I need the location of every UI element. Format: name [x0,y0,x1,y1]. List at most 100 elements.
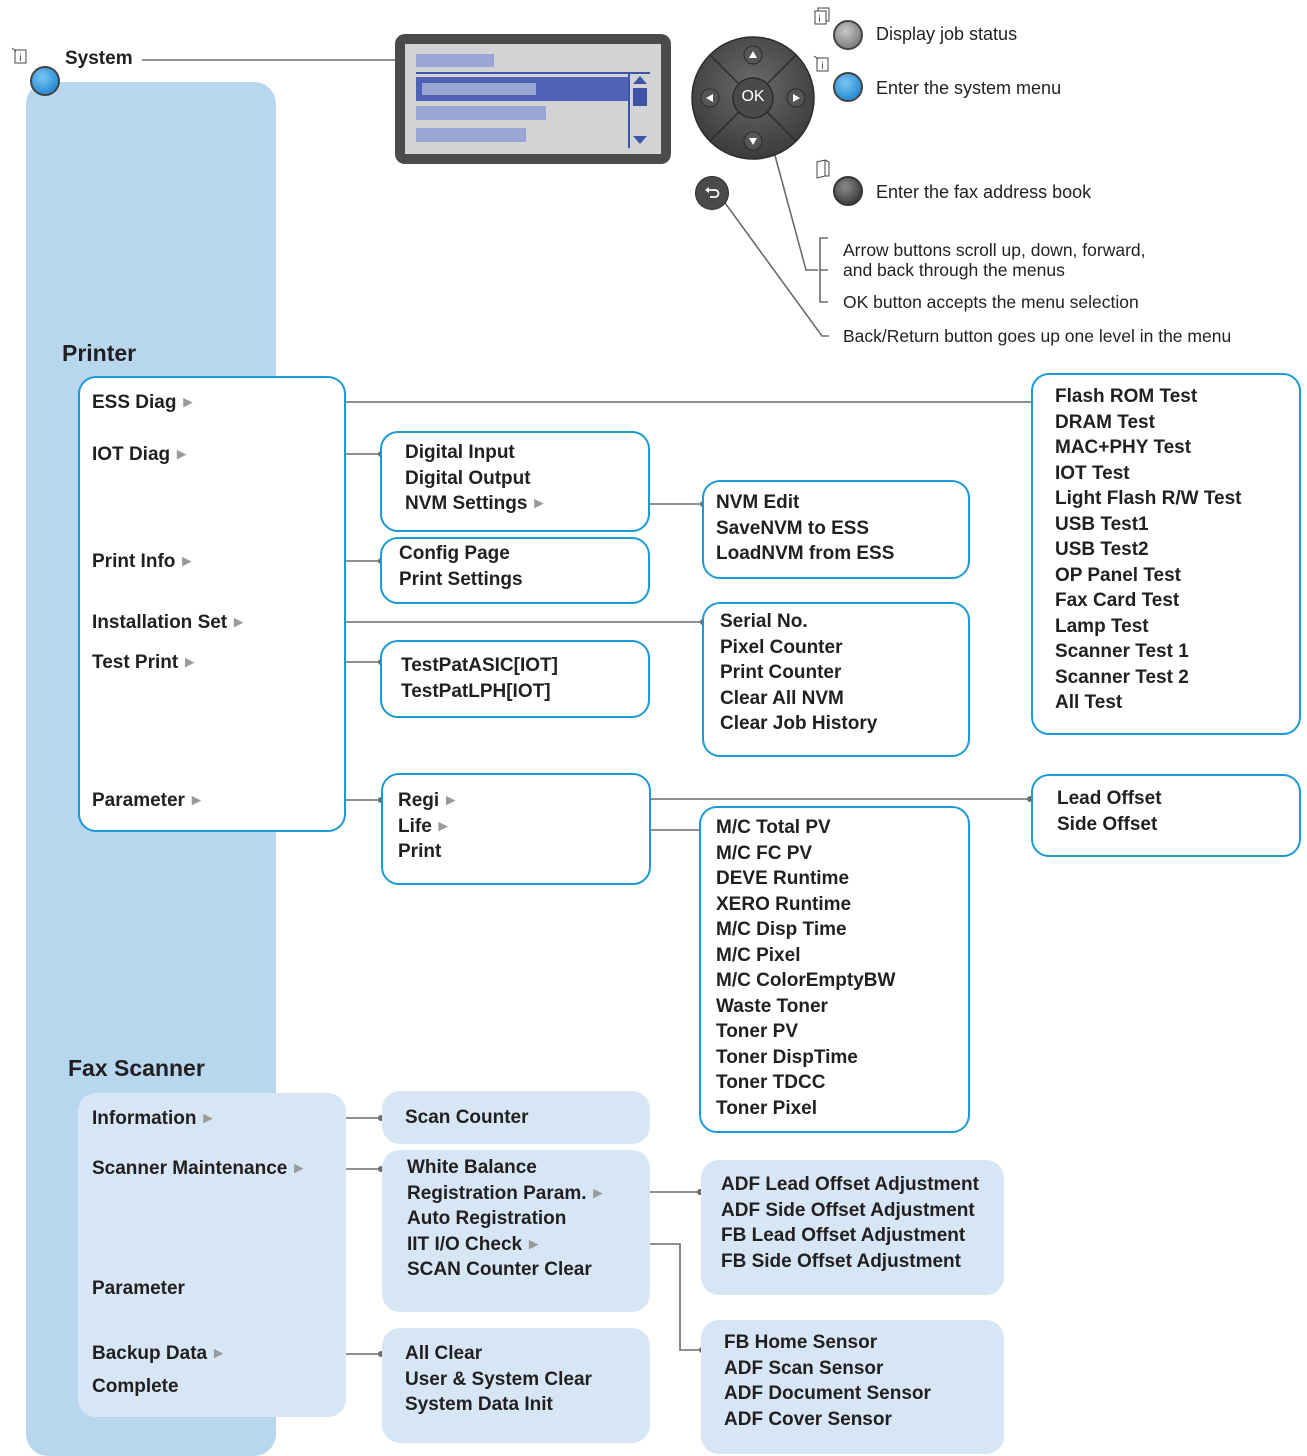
param-print[interactable]: Print [398,841,442,862]
testpat-asic[interactable]: TestPatASIC[IOT] [401,655,558,676]
fb-home-sensor[interactable]: FB Home Sensor [724,1332,878,1353]
toner-pixel[interactable]: Toner Pixel [716,1097,818,1119]
lcd-scroll-thumb [633,88,647,106]
system-menu-button[interactable] [833,72,863,102]
param-regi[interactable]: Regi [398,788,455,814]
config-page[interactable]: Config Page [399,543,510,564]
toner-tdcc[interactable]: Toner TDCC [716,1072,826,1093]
mc-color-empty-bw[interactable]: M/C ColorEmptyBW [716,970,896,991]
side-offset[interactable]: Side Offset [1057,813,1158,835]
system-data-init[interactable]: System Data Init [405,1394,553,1415]
nvm-settings-list: NVM Edit SaveNVM to ESS LoadNVM from ESS [716,490,894,567]
callout-back: Back/Return button goes up one level in … [843,326,1232,346]
param-life[interactable]: Life [398,814,455,840]
ess-diag-list: Flash ROM Test DRAM Test MAC+PHY Test IO… [1055,384,1241,716]
fax-card-test[interactable]: Fax Card Test [1055,590,1180,611]
iot-test[interactable]: IOT Test [1055,462,1130,484]
scan-counter[interactable]: Scan Counter [405,1107,529,1128]
print-counter[interactable]: Print Counter [720,662,842,683]
system-menu-icon: i [11,47,27,64]
registration-param-list: ADF Lead Offset Adjustment ADF Side Offs… [721,1172,979,1274]
clear-all-nvm[interactable]: Clear All NVM [720,687,844,709]
fax-book-button[interactable] [833,176,863,206]
adf-cover-sensor[interactable]: ADF Cover Sensor [724,1408,892,1430]
mc-disp-time[interactable]: M/C Disp Time [716,919,847,940]
scanner-test-1[interactable]: Scanner Test 1 [1055,641,1189,662]
system-button[interactable] [30,66,60,96]
print-settings[interactable]: Print Settings [399,568,523,590]
menu-complete[interactable]: Complete [92,1376,179,1397]
all-test[interactable]: All Test [1055,692,1123,713]
menu-fax-parameter[interactable]: Parameter [92,1278,185,1299]
arrow-left-button[interactable] [700,88,720,108]
fb-lead-offset[interactable]: FB Lead Offset Adjustment [721,1225,966,1246]
adf-lead-offset[interactable]: ADF Lead Offset Adjustment [721,1174,979,1195]
test-print-list: TestPatASIC[IOT] TestPatLPH[IOT] [401,653,558,704]
svg-text:i: i [818,14,821,25]
pixel-counter[interactable]: Pixel Counter [720,636,843,658]
white-balance[interactable]: White Balance [407,1157,537,1178]
registration-param[interactable]: Registration Param. [407,1181,602,1207]
mac-phy-test[interactable]: MAC+PHY Test [1055,437,1192,458]
lamp-test[interactable]: Lamp Test [1055,615,1149,637]
iot-diag-list: Digital Input Digital Output NVM Setting… [405,440,543,517]
menu-ess-diag[interactable]: ESS Diag [92,390,192,416]
mc-total-pv[interactable]: M/C Total PV [716,817,831,838]
op-panel-test[interactable]: OP Panel Test [1055,564,1182,586]
toner-pv[interactable]: Toner PV [716,1021,798,1042]
printer-heading: Printer [62,340,137,366]
ok-button[interactable] [732,77,774,119]
nvm-save[interactable]: SaveNVM to ESS [716,517,870,539]
light-flash-test[interactable]: Light Flash R/W Test [1055,488,1242,509]
scanner-test-2[interactable]: Scanner Test 2 [1055,666,1189,688]
flash-rom-test[interactable]: Flash ROM Test [1055,386,1198,407]
adf-scan-sensor[interactable]: ADF Scan Sensor [724,1357,884,1379]
life-box [699,806,970,1133]
job-status-button[interactable] [833,20,863,50]
nvm-edit[interactable]: NVM Edit [716,492,800,513]
mc-fc-pv[interactable]: M/C FC PV [716,842,813,864]
nvm-load[interactable]: LoadNVM from ESS [716,543,895,564]
serial-no[interactable]: Serial No. [720,611,808,632]
print-info-box [380,537,650,604]
testpat-lph[interactable]: TestPatLPH[IOT] [401,680,551,702]
menu-print-info[interactable]: Print Info [92,549,191,575]
user-system-clear[interactable]: User & System Clear [405,1368,592,1390]
scanner-maintenance-list: White Balance Registration Param. Auto R… [407,1155,602,1283]
xero-runtime[interactable]: XERO Runtime [716,893,852,915]
auto-registration[interactable]: Auto Registration [407,1208,567,1229]
regi-box [1031,774,1301,857]
installation-set-list: Serial No. Pixel Counter Print Counter C… [720,609,877,737]
iit-io-check[interactable]: IIT I/O Check [407,1232,602,1258]
iit-io-check-list: FB Home Sensor ADF Scan Sensor ADF Docum… [724,1330,931,1432]
mc-pixel[interactable]: M/C Pixel [716,944,801,966]
adf-side-offset[interactable]: ADF Side Offset Adjustment [721,1199,975,1221]
menu-installation-set[interactable]: Installation Set [92,610,243,636]
arrow-down-button[interactable] [743,131,763,151]
waste-toner[interactable]: Waste Toner [716,995,828,1017]
usb-test1[interactable]: USB Test1 [1055,513,1149,535]
menu-information[interactable]: Information [92,1106,212,1132]
adf-document-sensor[interactable]: ADF Document Sensor [724,1383,931,1404]
menu-parameter[interactable]: Parameter [92,788,201,814]
usb-test2[interactable]: USB Test2 [1055,539,1149,560]
dram-test[interactable]: DRAM Test [1055,411,1155,433]
fb-side-offset[interactable]: FB Side Offset Adjustment [721,1250,961,1272]
arrow-right-button[interactable] [786,88,806,108]
back-button[interactable] [695,176,729,210]
clear-job-history[interactable]: Clear Job History [720,713,878,734]
scan-counter-clear[interactable]: SCAN Counter Clear [407,1259,592,1280]
information-box [382,1091,650,1144]
arrow-up-button[interactable] [743,45,763,65]
iot-digital-input[interactable]: Digital Input [405,442,515,463]
menu-backup-data[interactable]: Backup Data [92,1341,223,1367]
menu-test-print[interactable]: Test Print [92,650,194,676]
menu-iot-diag[interactable]: IOT Diag [92,442,186,468]
iot-digital-output[interactable]: Digital Output [405,467,531,489]
toner-disptime[interactable]: Toner DispTime [716,1046,858,1068]
deve-runtime[interactable]: DEVE Runtime [716,868,850,889]
lead-offset[interactable]: Lead Offset [1057,788,1162,809]
menu-scanner-maintenance[interactable]: Scanner Maintenance [92,1156,303,1182]
iot-nvm-settings[interactable]: NVM Settings [405,491,543,517]
all-clear[interactable]: All Clear [405,1343,483,1364]
